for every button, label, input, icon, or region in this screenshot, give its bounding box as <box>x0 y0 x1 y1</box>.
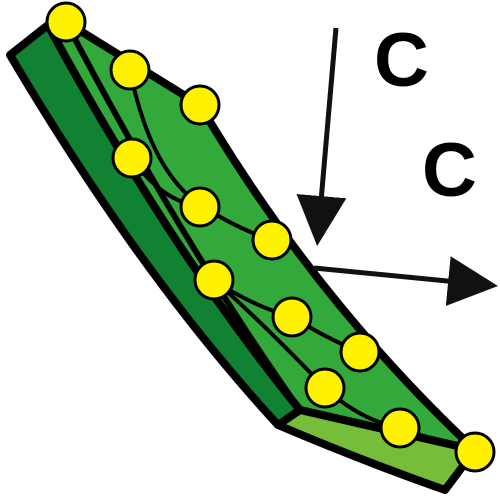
bead <box>304 367 346 409</box>
bead <box>454 431 496 473</box>
bead <box>193 259 235 301</box>
bead <box>179 84 221 126</box>
beads <box>45 1 496 473</box>
label-top: C <box>374 18 429 103</box>
bead <box>379 407 421 449</box>
strand-4 <box>212 278 476 454</box>
label-right: C <box>422 128 477 213</box>
bead <box>45 1 87 43</box>
bead <box>179 186 221 228</box>
bead <box>109 49 151 91</box>
inner-edge-line <box>63 20 303 412</box>
bead <box>271 296 313 338</box>
bead <box>111 137 153 179</box>
arrow-down <box>296 27 347 246</box>
arrow-right <box>313 256 498 306</box>
bead <box>251 219 293 261</box>
light-green-end-cap <box>274 406 479 494</box>
bead <box>339 331 381 373</box>
